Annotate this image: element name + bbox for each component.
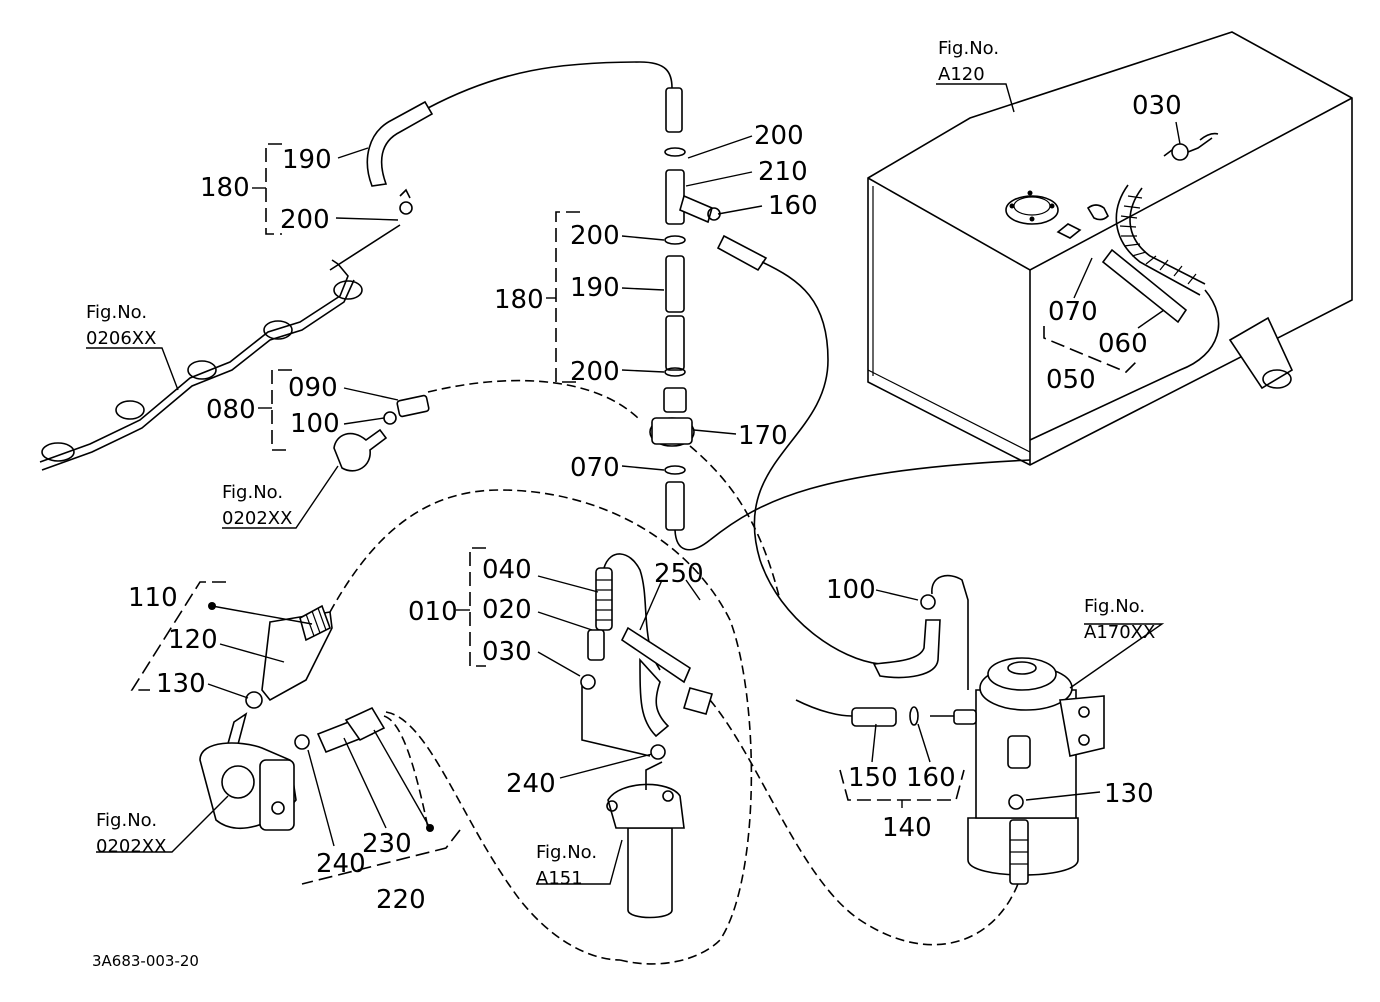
fuel-filter-a151 — [581, 686, 685, 919]
fig-ref-a120: A120 — [938, 64, 985, 85]
fig-ref-0206xx: 0206XX — [86, 328, 156, 349]
fig-ref-0202xx: 0202XX — [222, 508, 292, 529]
fig-ref-title: Fig.No. — [938, 38, 999, 59]
part-number-labels: 030 190 180 200 200 210 160 200 190 180 … — [128, 91, 1182, 915]
part-label-180: 180 — [200, 173, 250, 203]
part-label-030: 030 — [482, 637, 532, 667]
dashed-fuel-lines — [329, 379, 1021, 965]
part-label-130: 130 — [156, 669, 206, 699]
part-label-140: 140 — [882, 813, 932, 843]
part-label-040: 040 — [482, 555, 532, 585]
part-label-250: 250 — [654, 559, 704, 589]
part-label-160: 160 — [906, 763, 956, 793]
fig-ref-a170xx: A170XX — [1084, 622, 1155, 643]
part-label-200: 200 — [754, 121, 804, 151]
hose-100-right — [872, 574, 969, 690]
hose-150-160 — [795, 699, 919, 727]
corrugated-hose-ribs — [1119, 195, 1197, 285]
part-label-110: 110 — [128, 583, 178, 613]
part-label-030: 030 — [1132, 91, 1182, 121]
part-label-070: 070 — [570, 453, 620, 483]
part-label-090: 090 — [288, 373, 338, 403]
part-label-130: 130 — [1104, 779, 1154, 809]
part-label-190: 190 — [570, 273, 620, 303]
figure-reference-leaders — [86, 83, 1165, 885]
part-label-240: 240 — [316, 849, 366, 879]
drawing-code: 3A683-003-20 — [92, 952, 199, 970]
return-line — [753, 261, 921, 665]
part-label-100: 100 — [290, 409, 340, 439]
part-label-070: 070 — [1048, 297, 1098, 327]
fitting-090-100 — [333, 394, 430, 472]
part-label-210: 210 — [758, 157, 808, 187]
fig-ref-0202xx: 0202XX — [96, 836, 166, 857]
fig-ref-title: Fig.No. — [222, 482, 283, 503]
fig-ref-title: Fig.No. — [96, 810, 157, 831]
part-label-160: 160 — [768, 191, 818, 221]
part-label-170: 170 — [738, 421, 788, 451]
figure-references: Fig.No. A120 Fig.No. 0206XX Fig.No. 0202… — [86, 38, 1155, 889]
part-label-220: 220 — [376, 885, 426, 915]
part-label-080: 080 — [206, 395, 256, 425]
part-label-020: 020 — [482, 595, 532, 625]
fuel-tank — [867, 31, 1353, 466]
part-label-200: 200 — [280, 205, 330, 235]
part-label-010: 010 — [408, 597, 458, 627]
part-label-200: 200 — [570, 357, 620, 387]
part-label-190: 190 — [282, 145, 332, 175]
part-label-060: 060 — [1098, 329, 1148, 359]
part-label-050: 050 — [1046, 365, 1096, 395]
fig-ref-title: Fig.No. — [86, 302, 147, 323]
return-fitting-stack — [649, 147, 768, 551]
part-label-120: 120 — [168, 625, 218, 655]
fig-ref-title: Fig.No. — [536, 842, 597, 863]
part-label-230: 230 — [362, 829, 412, 859]
part-label-100: 100 — [826, 575, 876, 605]
fig-ref-a151: A151 — [536, 868, 583, 889]
part-label-150: 150 — [848, 763, 898, 793]
leader-lines — [207, 121, 1181, 847]
injection-pipe-assembly — [39, 224, 401, 471]
part-label-240: 240 — [506, 769, 556, 799]
hose-assembly-010 — [580, 553, 714, 738]
injection-pump-left — [199, 604, 386, 831]
fig-ref-title: Fig.No. — [1084, 596, 1145, 617]
fuel-filter-a170xx — [930, 657, 1105, 885]
part-label-180: 180 — [494, 285, 544, 315]
part-label-200: 200 — [570, 221, 620, 251]
leak-off-hose-190 — [366, 61, 683, 215]
